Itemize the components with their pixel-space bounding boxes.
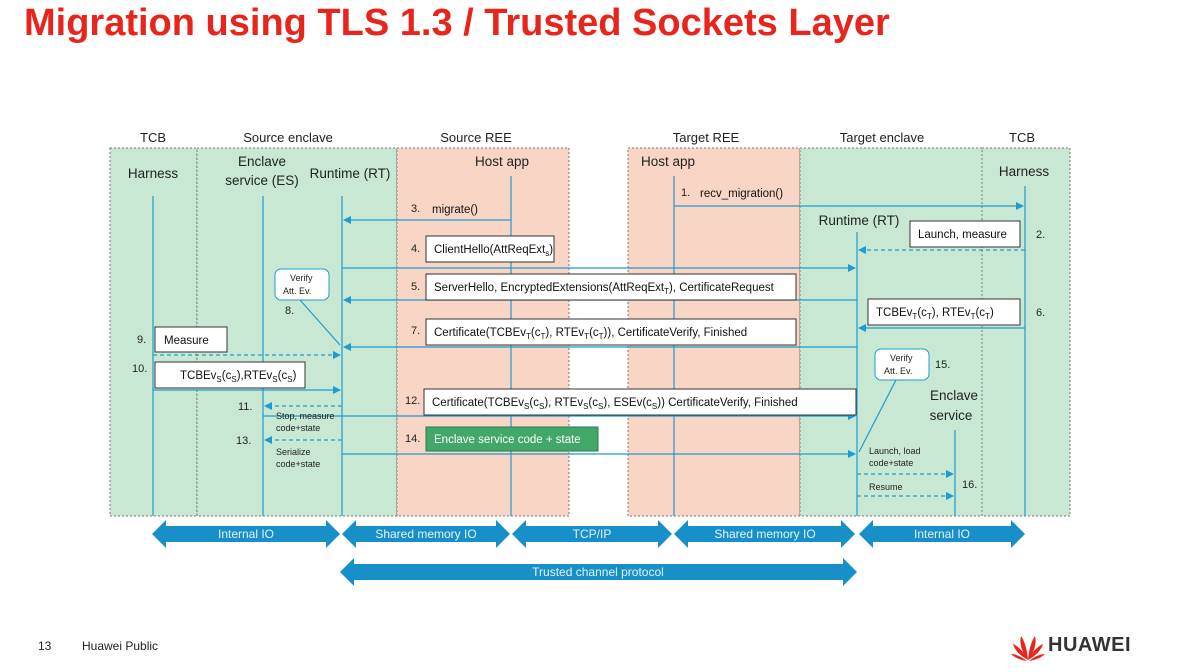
box-step9 [154, 326, 228, 353]
step11-line1: Stop, measure [276, 411, 335, 421]
lifeline-host-left: Host app [475, 154, 529, 169]
step16-resume: Resume [869, 482, 903, 492]
step14-label: Enclave service code + state [434, 434, 581, 446]
step-num-12: 12. [405, 395, 420, 407]
band-shared-mem-right [674, 520, 855, 548]
band-internal-io-right [859, 520, 1025, 548]
step5-label: ServerHello, EncryptedExtensions(AttReqE… [434, 282, 775, 296]
step12-label: Certificate(TCBEvS(cS), RTEvS(cS), ESEv(… [432, 397, 798, 411]
box-step7 [425, 318, 797, 346]
header-source-ree: Source REE [440, 130, 512, 145]
step-num-10: 10. [132, 363, 147, 375]
header-target-enclave: Target enclave [840, 130, 925, 145]
band-tcpip [512, 520, 672, 548]
band-label-tcpip: TCP/IP [573, 527, 612, 541]
box-step2 [909, 220, 1021, 248]
huawei-flower-icon [1011, 636, 1045, 661]
band-internal-io-left [152, 520, 340, 548]
step-num-11: 11. [238, 401, 252, 413]
lifeline-host-right: Host app [641, 154, 695, 169]
slide-title: Migration using TLS 1.3 / Trusted Socket… [24, 2, 890, 44]
band-label-trusted-channel: Trusted channel protocol [532, 565, 664, 579]
step-num-2: 2. [1036, 229, 1045, 241]
band-shared-mem-left [342, 520, 510, 548]
migration-sequence-diagram: TCB Source enclave Source REE Target REE… [109, 130, 1071, 586]
header-target-ree: Target REE [673, 130, 740, 145]
step13-line1: Serialize [276, 447, 311, 457]
step-num-13: 13. [236, 435, 251, 447]
band-label-shared-mem-left: Shared memory IO [375, 527, 476, 541]
step-num-5: 5. [411, 281, 420, 293]
arrow-step8-verify [299, 299, 341, 346]
step15-line2: Att. Ev. [884, 366, 912, 376]
page-number: 13 [38, 639, 52, 653]
step15-line1: Verify [890, 353, 913, 363]
arrow-step15-verify [858, 377, 898, 453]
step-num-16: 16. [962, 479, 977, 491]
header-source-enclave: Source enclave [243, 130, 333, 145]
step-num-3: 3. [411, 203, 420, 215]
step-num-7: 7. [411, 325, 420, 337]
zone-tcb-right [981, 147, 1071, 517]
step4-label: ClientHello(AttReqExts) [434, 244, 553, 258]
step16-line1: Launch, load [869, 446, 921, 456]
box-step14 [425, 426, 599, 452]
step-num-8: 8. [285, 305, 294, 317]
box-step6 [867, 298, 1021, 326]
step9-label: Measure [164, 335, 209, 347]
box-step15 [874, 348, 930, 381]
step-num-14: 14. [405, 433, 420, 445]
band-label-internal-io-left: Internal IO [218, 527, 274, 541]
step-num-6: 6. [1036, 307, 1045, 319]
step3-label: migrate() [432, 204, 478, 216]
box-step4 [425, 235, 555, 263]
step6-label: TCBEvT(cT), RTEvT(cT) [876, 307, 994, 321]
lifeline-runtime-left: Runtime (RT) [310, 166, 391, 181]
step2-label: Launch, measure [918, 229, 1007, 241]
huawei-wordmark: HUAWEI [1048, 634, 1131, 656]
lifeline-runtime-right: Runtime (RT) [819, 213, 900, 228]
header-tcb-right: TCB [1009, 130, 1035, 145]
step-num-15: 15. [935, 359, 950, 371]
step13-line2: code+state [276, 459, 320, 469]
step11-line2: code+state [276, 423, 320, 433]
lifeline-es-right-line2: service [930, 408, 973, 423]
step16-line2: code+state [869, 458, 913, 468]
box-step8 [274, 268, 330, 301]
step8-line1: Verify [290, 273, 313, 283]
step8-line2: Att. Ev. [283, 286, 311, 296]
lifeline-es-right-line1: Enclave [930, 388, 978, 403]
band-label-internal-io-right: Internal IO [914, 527, 970, 541]
step-num-1: 1. [681, 187, 690, 199]
box-step10 [154, 361, 306, 389]
band-trusted-channel [340, 558, 857, 586]
box-step5 [425, 273, 797, 301]
classification-label: Huawei Public [82, 639, 159, 653]
step-num-9: 9. [137, 334, 146, 346]
step-num-4: 4. [411, 243, 420, 255]
zone-source-enclave [196, 147, 398, 517]
lifeline-es-line1: Enclave [238, 154, 286, 169]
step7-label: Certificate(TCBEvT(cT), RTEvT(cT)), Cert… [434, 327, 747, 341]
step10-label: TCBEvS(cS),RTEvS(cS) [180, 370, 297, 384]
box-step12 [423, 388, 857, 416]
step1-label: recv_migration() [700, 188, 783, 200]
lifeline-harness-left: Harness [128, 166, 179, 181]
lifeline-es-line2: service (ES) [225, 173, 299, 188]
band-label-shared-mem-right: Shared memory IO [714, 527, 815, 541]
header-tcb-left: TCB [140, 130, 166, 145]
lifeline-harness-right: Harness [999, 164, 1050, 179]
